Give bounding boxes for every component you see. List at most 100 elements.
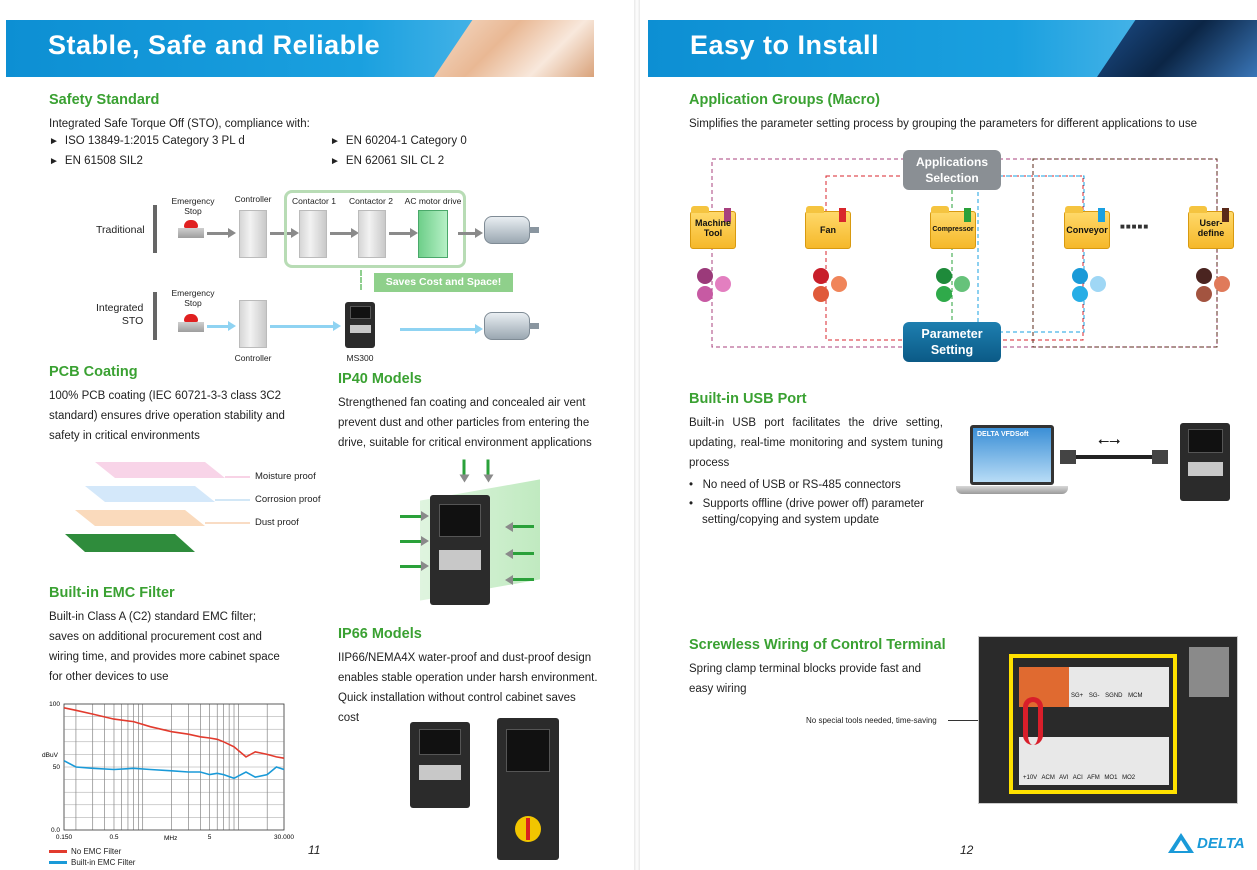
divider-bar	[153, 205, 157, 253]
left-banner: Stable, Safe and Reliable	[6, 20, 594, 77]
right-page: Easy to Install Application Groups (Macr…	[640, 0, 1257, 870]
moisture-label: Moisture proof	[255, 471, 316, 482]
delta-logo-text: DELTA	[1197, 835, 1245, 852]
switch-knob-icon	[515, 816, 541, 842]
emergency-stop-icon	[178, 220, 204, 238]
highlight-frame	[1009, 654, 1177, 794]
arrow-left-icon	[512, 525, 534, 528]
emergency-stop-icon	[178, 314, 204, 332]
ip40-drive-icon	[430, 495, 490, 605]
arrow-left-icon	[512, 578, 534, 581]
terminal-photo: SG+ SG- SGND MCM +10V ACM AVI ACI AFM MO…	[978, 636, 1238, 804]
ac-drive-box	[418, 210, 448, 258]
red-wire	[1023, 697, 1043, 745]
param-circle	[936, 286, 952, 302]
terminal-block-bottom: +10V ACM AVI ACI AFM MO1 MO2	[1019, 737, 1169, 785]
chart-series	[63, 707, 285, 780]
x-tick-label: 0.5	[109, 834, 118, 841]
param-circle	[1214, 276, 1230, 292]
param-circle	[936, 268, 952, 284]
contactor2-box	[358, 210, 386, 258]
integrated-label: Integrated STO	[96, 302, 144, 327]
delta-logo-icon	[1168, 833, 1194, 853]
banner-title: Easy to Install	[690, 30, 880, 60]
chevron-down-icon	[360, 270, 368, 290]
pcb-board	[65, 534, 195, 552]
arrow	[270, 321, 341, 331]
param-circle	[1196, 286, 1212, 302]
safety-heading: Safety Standard	[49, 92, 160, 108]
laptop-base	[956, 486, 1068, 494]
screen-title: DELTA VFDSoft	[977, 431, 1029, 438]
folder-machine-tool-icon[interactable]: Machine Tool	[690, 206, 736, 249]
folder-conveyor-icon[interactable]: Conveyor	[1064, 206, 1110, 249]
wiring-text: Spring clamp terminal blocks provide fas…	[689, 663, 922, 695]
param-circle	[813, 286, 829, 302]
param-circle	[1072, 268, 1088, 284]
param-circle	[697, 286, 713, 302]
usb-heading: Built-in USB Port	[689, 391, 807, 407]
param-circle	[831, 276, 847, 292]
terminal-top-labels: SG+ SG- SGND MCM	[1071, 693, 1143, 699]
connector-socket	[1189, 647, 1229, 697]
arrow-down-icon	[462, 459, 466, 476]
callout-leader	[948, 720, 998, 721]
left-page: Stable, Safe and Reliable Safety Standar…	[0, 0, 628, 870]
corrosion-label: Corrosion proof	[255, 494, 321, 505]
chart-legend: No EMC Filter Built-in EMC Filter	[49, 846, 135, 868]
folder-fan-icon[interactable]: Fan	[805, 206, 851, 249]
arrow	[400, 324, 483, 334]
contactor2-label: Contactor 2	[349, 196, 393, 206]
arrow	[389, 228, 418, 238]
macro-heading: Application Groups (Macro)	[689, 92, 880, 108]
param-circle	[715, 276, 731, 292]
emc-text: Built-in Class A (C2) standard EMC filte…	[49, 611, 280, 683]
arrow	[207, 321, 236, 331]
terminal-bottom-labels: +10V ACM AVI ACI AFM MO1 MO2	[1023, 775, 1136, 781]
ip66-drive-large-icon	[497, 718, 559, 860]
folder-user-define-icon[interactable]: User- define	[1188, 206, 1234, 249]
folder-compressor-icon[interactable]: Compressor	[930, 206, 976, 249]
param-circle	[1090, 276, 1106, 292]
page-number-right: 12	[960, 843, 974, 857]
arrow-right-icon	[400, 536, 429, 546]
macro-text: Simplifies the parameter setting process…	[689, 118, 1197, 130]
controller-label-2: Controller	[234, 353, 272, 363]
hands-photo	[434, 20, 594, 77]
ms300-drive-icon	[345, 302, 375, 348]
pcb-heading: PCB Coating	[49, 364, 138, 380]
param-circle	[1072, 286, 1088, 302]
y-tick-label: 100	[49, 701, 60, 708]
contactor1-label: Contactor 1	[292, 196, 336, 206]
laptop-screen: DELTA VFDSoft	[970, 425, 1054, 485]
arrow	[270, 228, 299, 238]
dust-label: Dust proof	[255, 517, 299, 528]
arrow	[330, 228, 359, 238]
safety-intro: Integrated Safe Torque Off (STO), compli…	[49, 118, 310, 130]
emc-heading: Built-in EMC Filter	[49, 585, 175, 601]
motor-icon	[484, 312, 539, 340]
ac-drive-label: AC motor drive	[404, 196, 462, 206]
safety-bullet-1: ►ISO 13849-1:2015 Category 3 PL d	[49, 135, 245, 147]
moisture-layer	[95, 462, 225, 478]
ip40-text: Strengthened fan coating and concealed a…	[338, 397, 592, 449]
usb-plug-left	[1060, 450, 1076, 464]
page-number-left: 11	[308, 843, 321, 857]
wiring-heading: Screwless Wiring of Control Terminal	[689, 637, 946, 653]
legend-item-no-emc: No EMC Filter	[49, 846, 135, 857]
pcb-text: 100% PCB coating (IEC 60721-3-3 class 3C…	[49, 390, 285, 442]
divider-bar	[153, 292, 157, 340]
usb-bullet-2: • Supports offline (drive power off) par…	[689, 498, 925, 526]
param-circle	[813, 268, 829, 284]
traditional-label: Traditional	[96, 224, 145, 236]
contactor1-box	[299, 210, 327, 258]
usb-icon: ⭠⭢	[1098, 432, 1121, 448]
wiring-callout: No special tools needed, time-saving	[806, 716, 937, 725]
estop-label-1: Emergency Stop	[171, 196, 215, 216]
usb-text: Built-in USB port facilitates the drive …	[689, 417, 943, 469]
arrow-left-icon	[512, 552, 534, 555]
chart-grid	[63, 703, 285, 831]
safety-bullet-3: ►EN 61508 SIL2	[49, 155, 143, 167]
